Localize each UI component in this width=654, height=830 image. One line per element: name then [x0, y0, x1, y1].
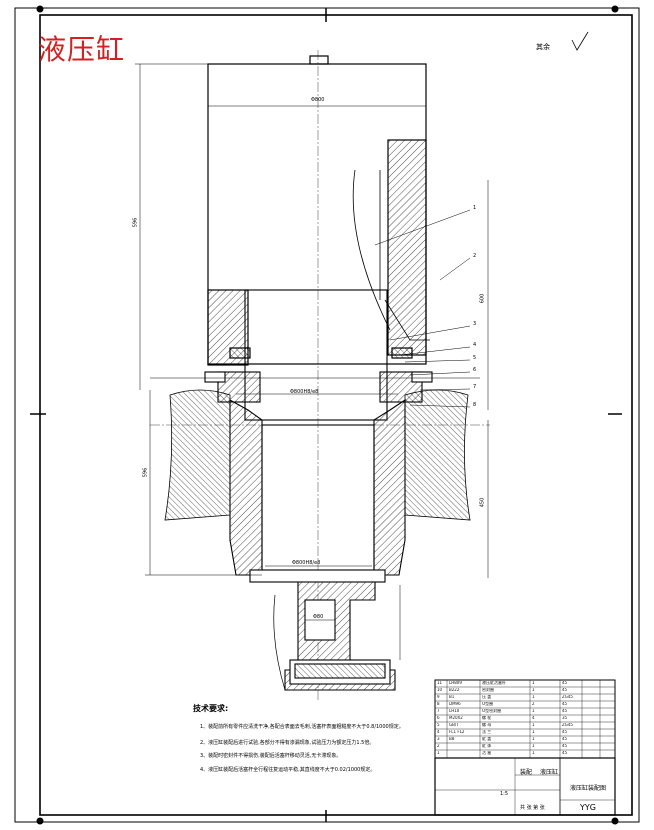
bom-cell: 45: [562, 737, 568, 741]
bom-cell: ZG45: [562, 695, 573, 699]
assembly-label: 装配: [520, 769, 533, 776]
balloon-8: 8: [473, 402, 477, 408]
bom-cell: 1: [532, 723, 535, 727]
designer-code: YYG: [580, 803, 596, 812]
bom-cell: O型圈: [482, 702, 494, 706]
tech-req-item: 3、装配时密封件不得损伤,装配后活塞杆移动灵活,无卡滞现象。: [200, 753, 342, 759]
bom-cell: 5: [437, 723, 440, 727]
bom-cell: 45: [562, 702, 568, 706]
title-block-grid: [434, 679, 616, 816]
bom-cell: 缸 体: [482, 744, 492, 748]
bom-cell: GB/T: [449, 723, 459, 727]
bom-cell: 1: [532, 695, 535, 699]
bom-cell: 法 兰: [482, 730, 492, 734]
bom-cell: 螺 栓: [482, 716, 492, 720]
dimension-lines: [135, 63, 489, 660]
balloon-2: 2: [473, 253, 477, 259]
bom-cell: 9: [437, 695, 440, 699]
bom-cell: 螺 母: [482, 723, 492, 727]
plunger: [150, 289, 480, 576]
tech-req-item: 1、装配前所有零件应清洗干净,各配合表面去毛刺,活塞杆表面粗糙度不大于0.8/1…: [200, 724, 404, 730]
bom-cell: 4: [437, 730, 440, 734]
bom-cell: 1: [532, 737, 535, 741]
balloon-1: 1: [473, 205, 477, 211]
part-name: 液压缸: [540, 769, 559, 776]
bom-cell: B1: [449, 695, 455, 699]
sheet-frame: [14, 5, 640, 825]
cylinder-body: [207, 55, 430, 366]
bom-cell: 8: [437, 702, 440, 706]
dim-plunger-top: Φ800H8/e8: [290, 389, 319, 395]
balloon-4: 4: [473, 342, 477, 348]
bom-cell: 1: [532, 744, 535, 748]
bom-cell: 1: [437, 751, 440, 755]
bom-cell: B8: [449, 737, 455, 741]
bom-cell: 4: [532, 716, 535, 720]
bom-cell: LH10: [449, 709, 460, 713]
scale-value: 1:5: [500, 791, 509, 797]
dim-plunger-mid: Φ800H8/e8: [292, 560, 321, 566]
bom-cell: 7: [437, 709, 440, 713]
bom-cell: 压 盖: [482, 695, 492, 699]
balloon-5: 5: [473, 355, 477, 361]
bom-cell: 45: [562, 681, 568, 685]
bom-cell: 45: [562, 709, 568, 713]
drawing-title: 液压缸: [38, 33, 126, 66]
dim-height-lower: 596: [142, 467, 149, 478]
balloon-3: 3: [473, 321, 477, 327]
bom-cell: 2: [437, 744, 440, 748]
leader-lines: [374, 209, 471, 408]
dim-base: Φ80: [313, 614, 324, 620]
bom-cell: 3: [437, 737, 440, 741]
bom-cell: 11: [437, 681, 443, 685]
dim-right-lower: 450: [479, 497, 486, 508]
bom-cell: 2: [532, 702, 535, 706]
bom-cell: 6: [437, 716, 440, 720]
bom-cell: 10: [437, 688, 443, 692]
dim-height-total: 596: [132, 217, 139, 228]
tech-req-item: 4、液压缸装配后活塞杆全行程往复运动平稳,其直线度不大于0.02/1000规定。: [200, 767, 376, 773]
bom-cell: 1: [532, 751, 535, 755]
drawing-name: 液压缸装配图: [570, 785, 607, 792]
bom-cell: 1: [532, 709, 535, 713]
bom-cell: FL1 FL2: [449, 730, 465, 734]
bom-cell: ZG45: [562, 723, 573, 727]
bom-cell: LH809: [449, 681, 462, 685]
tech-req-item: 2、液压缸装配后进行试验,各部分不得有渗漏现象,试验压力为额定压力1.5倍。: [200, 740, 375, 746]
base: [273, 581, 396, 691]
bom-cell: 45: [562, 744, 568, 748]
roughness-label: 其余: [536, 43, 550, 51]
bom-cell: 1: [532, 681, 535, 685]
bom-cell: M20X2: [449, 716, 463, 720]
bom-cell: 45: [562, 751, 568, 755]
balloon-6: 6: [473, 367, 477, 373]
bom-cell: 液压缸活塞杆: [482, 681, 506, 685]
bom-cell: 45: [562, 730, 568, 734]
lower-housing: [164, 389, 471, 583]
bom-cell: DM96: [449, 702, 461, 706]
bom-cell: B222: [449, 688, 460, 692]
bom-cell: 密封圈: [482, 688, 494, 692]
sheet-label: 共 张 第 张: [520, 805, 545, 811]
bom-cell: 1: [532, 688, 535, 692]
tech-req-heading: 技术要求:: [193, 704, 229, 713]
bom-cell: 1: [532, 730, 535, 734]
roughness-symbol-icon: [571, 31, 589, 51]
balloon-7: 7: [473, 384, 477, 390]
bom-cell: 45: [562, 688, 568, 692]
bom-cell: 缸 盖: [482, 737, 492, 741]
dim-bore: Φ800: [311, 97, 325, 103]
bom-cell: 35: [562, 716, 568, 720]
bom-cell: 活 塞: [482, 751, 492, 755]
dim-right-upper: 600: [479, 293, 486, 304]
bom-cell: O型密封圈: [482, 709, 502, 713]
